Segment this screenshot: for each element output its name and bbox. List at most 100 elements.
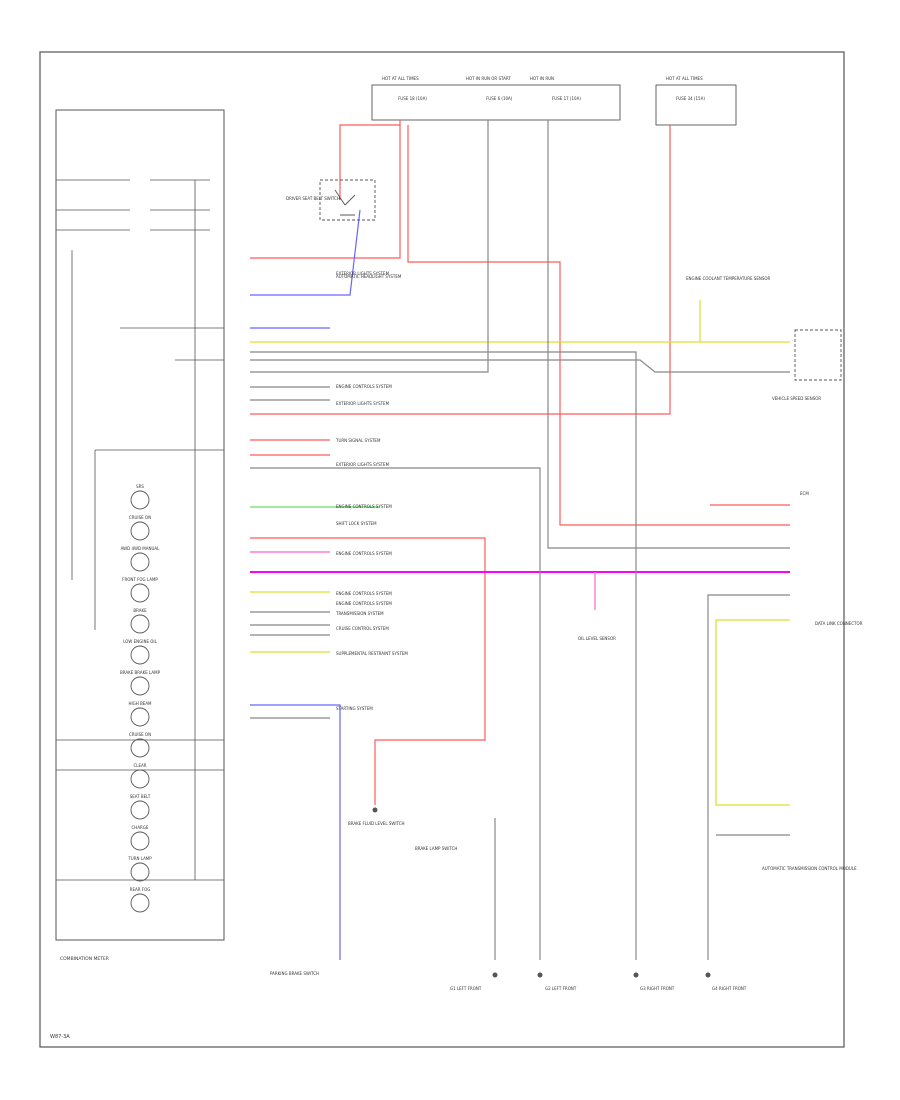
automatic-transmission-label: AUTOMATIC TRANSMISSION CONTROL MODULE — [762, 866, 857, 871]
lamp-bulb-icon — [130, 490, 150, 510]
indicator-lamp: REAR FOG — [130, 887, 151, 913]
fuse-box-right — [655, 84, 737, 126]
wires — [250, 120, 790, 960]
lamp-bulb-icon — [130, 862, 150, 882]
wire-gray-1 — [250, 120, 489, 373]
parking-brake-switch-label: PARKING BRAKE SWITCH — [270, 971, 319, 976]
lamp-bulb-icon — [130, 614, 150, 634]
lamp-bulb-icon — [130, 676, 150, 696]
indicator-lamp-label: CRUISE ON — [129, 515, 151, 520]
system-reference-label: TURN SIGNAL SYSTEM — [335, 438, 381, 443]
combination-meter-title: COMBINATION METER — [60, 956, 109, 962]
indicator-lamp-label: REAR FOG — [130, 887, 151, 892]
fuse-header-2: HOT IN RUN OR START — [466, 76, 511, 81]
indicator-lamp: CRUISE ON — [129, 732, 151, 758]
indicator-lamp: LOW ENGINE OIL — [123, 639, 158, 665]
figure-code: W87-3A — [50, 1034, 70, 1040]
engine-coolant-sensor-label: ENGINE COOLANT TEMPERATURE SENSOR — [686, 276, 771, 281]
system-reference-label: EXTERIOR LIGHTS SYSTEM — [336, 462, 390, 467]
ground-label-1: G1 LEFT FRONT — [450, 986, 482, 991]
indicator-lamp: HIGH BEAM — [128, 701, 152, 727]
indicator-lamp: AWD 4WD MANUAL — [121, 546, 161, 572]
indicator-lamp: CRUISE ON — [129, 515, 151, 541]
fuse-label-4: FUSE 34 (15A) — [676, 96, 705, 101]
lamp-bulb-icon — [130, 645, 150, 665]
system-reference-label: EXTERIOR LIGHTS SYSTEM — [336, 401, 390, 406]
system-reference-label: ENGINE CONTROLS SYSTEM — [336, 601, 392, 606]
brake-fluid-switch-label: BRAKE FLUID LEVEL SWITCH — [348, 821, 405, 826]
indicator-lamp-label: HIGH BEAM — [128, 701, 152, 706]
indicator-lamps: SRS CRUISE ON AWD 4WD MANUAL FRONT FOG LAMP… — [120, 484, 161, 913]
combination-meter-box — [55, 109, 225, 941]
indicator-lamp: BRAKE — [130, 608, 150, 634]
wire-gray-4 — [250, 359, 790, 373]
lamp-bulb-icon — [130, 738, 150, 758]
indicator-lamp-label: FRONT FOG LAMP — [122, 577, 158, 582]
system-reference-label: AUTOMATIC HEADLIGHT SYSTEM — [336, 274, 402, 279]
system-reference-label: EXTERIOR LIGHTS SYSTEM — [336, 271, 390, 276]
ground-label-2: G2 LEFT FRONT — [545, 986, 577, 991]
indicator-lamp-label: CLEAR — [133, 763, 146, 768]
indicator-lamp-label: SEAT BELT — [130, 794, 151, 799]
indicator-lamp: SEAT BELT — [130, 794, 151, 820]
indicator-lamp: TURN LAMP — [127, 856, 152, 882]
fuse-box-main — [371, 84, 621, 121]
wire-red-2 — [250, 125, 401, 259]
indicator-lamp-label: CRUISE ON — [129, 732, 151, 737]
wire-red-3 — [407, 125, 790, 526]
fuse-label-2: FUSE 6 (10A) — [486, 96, 513, 101]
wire-yellow-3 — [715, 619, 790, 806]
ecm-label: ECM — [800, 491, 809, 496]
vehicle-speed-sensor-box — [794, 329, 842, 381]
lamp-bulb-icon — [130, 583, 150, 603]
wire-red-1 — [339, 120, 401, 200]
top-fuse-block: HOT AT ALL TIMES HOT IN RUN OR START HOT… — [371, 76, 737, 126]
indicator-lamp: FRONT FOG LAMP — [122, 577, 158, 603]
seat-belt-switch-label: DRIVER SEAT BELT SWITCH — [286, 196, 340, 201]
indicator-lamp: CHARGE — [130, 825, 150, 851]
indicator-lamp-label: TURN LAMP — [127, 856, 152, 861]
indicator-lamp-label: CHARGE — [132, 825, 149, 830]
wire-blue-1 — [250, 209, 361, 296]
system-reference-label: SUPPLEMENTAL RESTRAINT SYSTEM — [336, 651, 408, 656]
indicator-lamp-label: SRS — [136, 484, 144, 489]
fuse-label-3: FUSE 17 (10A) — [552, 96, 581, 101]
lamp-bulb-icon — [130, 800, 150, 820]
system-reference-label: CRUISE CONTROL SYSTEM — [336, 626, 389, 631]
ground-label-4: G4 RIGHT FRONT — [712, 986, 747, 991]
ground-label-3: G3 RIGHT FRONT — [640, 986, 675, 991]
wire-red-4 — [250, 125, 671, 415]
fuse-header-1: HOT AT ALL TIMES — [382, 76, 419, 81]
system-reference-label: SHIFT LOCK SYSTEM — [336, 521, 377, 526]
lamp-bulb-icon — [130, 707, 150, 727]
system-reference-label: TRANSMISSION SYSTEM — [335, 611, 384, 616]
wire-gray-6 — [707, 594, 790, 960]
ground-symbols — [372, 807, 711, 978]
fuse-header-4: HOT AT ALL TIMES — [666, 76, 703, 81]
indicator-lamp-label: BRAKE BRAKE LAMP — [120, 670, 161, 675]
indicator-lamp-label: AWD 4WD MANUAL — [121, 546, 161, 551]
diagram-border — [39, 51, 845, 1048]
lamp-bulb-icon — [130, 893, 150, 913]
system-reference-label: STARTING SYSTEM — [336, 706, 373, 711]
wire-red-5 — [250, 537, 486, 805]
system-reference-label: ENGINE CONTROLS SYSTEM — [336, 504, 392, 509]
indicator-lamp-label: BRAKE — [133, 608, 147, 613]
indicator-lamp: CLEAR — [130, 763, 150, 789]
seat-belt-switch — [319, 179, 376, 221]
lamp-bulb-icon — [130, 769, 150, 789]
fuse-header-3: HOT IN RUN — [530, 76, 554, 81]
system-reference-label: ENGINE CONTROLS SYSTEM — [336, 384, 392, 389]
indicator-lamp: SRS — [130, 484, 150, 510]
oil-level-sensor-label: OIL LEVEL SENSOR — [578, 636, 616, 641]
data-link-label: DATA LINK CONNECTOR — [815, 621, 863, 626]
lamp-bulb-icon — [130, 831, 150, 851]
wire-gray-3 — [250, 351, 637, 960]
system-reference-label: ENGINE CONTROLS SYSTEM — [336, 551, 392, 556]
indicator-lamp-label: LOW ENGINE OIL — [123, 639, 157, 644]
wire-gray-2 — [547, 120, 790, 549]
system-reference-label: ENGINE CONTROLS SYSTEM — [336, 591, 392, 596]
wire-gray-5 — [250, 467, 541, 960]
